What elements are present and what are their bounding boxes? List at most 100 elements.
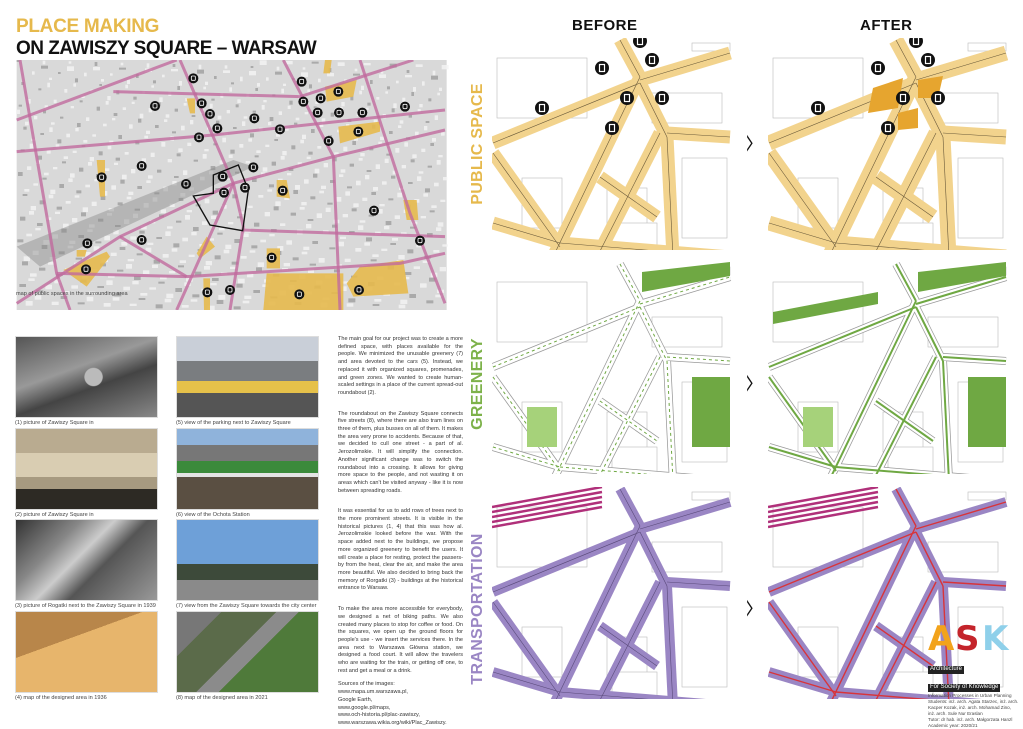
railway-track — [492, 505, 603, 529]
shop-icon — [298, 96, 309, 107]
source-link[interactable]: www.mapa.um.warszawa.pl, — [338, 689, 408, 696]
credit-line: inż. arch. Sule Nur Eraslan — [928, 711, 983, 716]
arrow-icon: › — [745, 359, 755, 405]
railway-track — [768, 487, 879, 509]
tree-row — [835, 466, 934, 474]
building — [651, 541, 723, 573]
main-road — [178, 60, 245, 310]
hotel-icon — [212, 123, 223, 134]
row-label-transportation: TRANSPORTATION — [469, 533, 486, 685]
before-transportation-map — [492, 487, 732, 699]
road-centerline — [619, 39, 641, 78]
photo-3 — [15, 519, 158, 601]
green-area — [803, 407, 833, 447]
road-centerline — [895, 39, 917, 78]
source-link[interactable]: www.och-historia.pl/plac-zawiszy, — [338, 712, 420, 719]
building — [681, 606, 728, 688]
building — [927, 316, 999, 348]
tree-row — [619, 263, 641, 302]
building — [967, 491, 1007, 501]
photo-2 — [15, 428, 158, 510]
road-centerline — [666, 136, 673, 250]
tree-row — [492, 376, 561, 472]
credit-line: Academic year: 2020/21 — [928, 723, 978, 728]
source-link: Google Earth, — [338, 696, 373, 703]
park-icon — [277, 185, 288, 196]
hotel-icon — [266, 252, 277, 263]
before-public-space-map — [492, 38, 732, 250]
road-centerline — [639, 82, 668, 138]
photo-caption: (8) map of the designed area in 2021 — [176, 695, 268, 701]
railway-track — [768, 490, 879, 514]
hotel-icon — [312, 107, 323, 118]
tree-row — [915, 306, 944, 362]
parking-icon — [334, 107, 344, 118]
cafe-icon — [296, 76, 307, 87]
road-centerline — [639, 531, 668, 587]
road-centerline — [492, 601, 561, 697]
road-centerline — [768, 152, 837, 248]
tree-row — [875, 356, 937, 474]
photo-4 — [15, 611, 158, 693]
shop-icon — [323, 136, 334, 146]
park-icon — [333, 86, 344, 97]
main-road — [358, 60, 447, 304]
road-centerline — [915, 52, 1007, 81]
bike-path — [768, 671, 837, 693]
photo-caption: (4) map of the designed area in 1936 — [15, 695, 107, 701]
tree-row — [768, 376, 837, 472]
logo-line-2: For Society of Knowledge — [928, 684, 1001, 692]
ask-logo: A S K — [928, 622, 1010, 658]
tree-row — [768, 306, 917, 368]
hotel-icon — [881, 121, 895, 135]
road-centerline — [600, 581, 661, 699]
bike-path — [942, 581, 1007, 587]
paragraph: The roundabout on the Zawiszy Square con… — [338, 410, 463, 494]
sources-title: Sources of the images: — [338, 681, 395, 688]
tree-row — [768, 446, 837, 468]
project-description: The main goal for our project was to cre… — [338, 336, 463, 728]
public-space-area — [76, 250, 87, 257]
main-road — [113, 60, 414, 99]
shop-icon — [217, 171, 228, 182]
building — [691, 491, 731, 501]
restaurant-icon — [645, 53, 659, 67]
railway-track — [768, 500, 879, 524]
source-link[interactable]: www.google.pl/maps, — [338, 704, 391, 711]
bike-path — [895, 488, 917, 527]
bike-path — [835, 691, 930, 699]
road-centerline — [875, 176, 934, 218]
road-centerline — [599, 625, 658, 667]
photo-6 — [176, 428, 319, 510]
bus-icon — [136, 161, 147, 171]
bike-path — [915, 501, 1007, 530]
logo-letter-a: A — [928, 619, 955, 659]
photo-8 — [176, 611, 319, 693]
source-link[interactable]: www.warszawa.wikia.org/wiki/Plac_Zawiszy… — [338, 719, 447, 726]
road-centerline — [556, 525, 641, 699]
road-surface — [492, 443, 561, 471]
main-road — [56, 251, 446, 279]
tree-row — [639, 306, 668, 362]
tree-row — [875, 400, 934, 442]
parking-icon — [225, 285, 235, 295]
parking-icon — [896, 91, 910, 105]
road-centerline — [492, 222, 561, 244]
before-header: BEFORE — [572, 17, 638, 34]
main-road — [16, 60, 178, 122]
photo-caption: (2) picture of Zawiszy Square in — [15, 512, 94, 518]
cafe-icon — [82, 238, 93, 249]
road-centerline — [559, 242, 649, 250]
tree-row — [666, 356, 731, 362]
bike-path — [768, 601, 837, 697]
restaurant-icon — [205, 109, 215, 119]
shop-icon — [535, 101, 549, 115]
bus-icon — [294, 289, 305, 300]
hotel-icon — [633, 38, 647, 48]
new-square — [898, 108, 918, 130]
paragraph: It was essential for us to add rows of t… — [338, 508, 463, 592]
building — [927, 541, 999, 573]
road-centerline — [832, 76, 917, 250]
paragraph: To make the area more accessible for eve… — [338, 606, 463, 674]
arrow-icon: › — [745, 119, 755, 165]
